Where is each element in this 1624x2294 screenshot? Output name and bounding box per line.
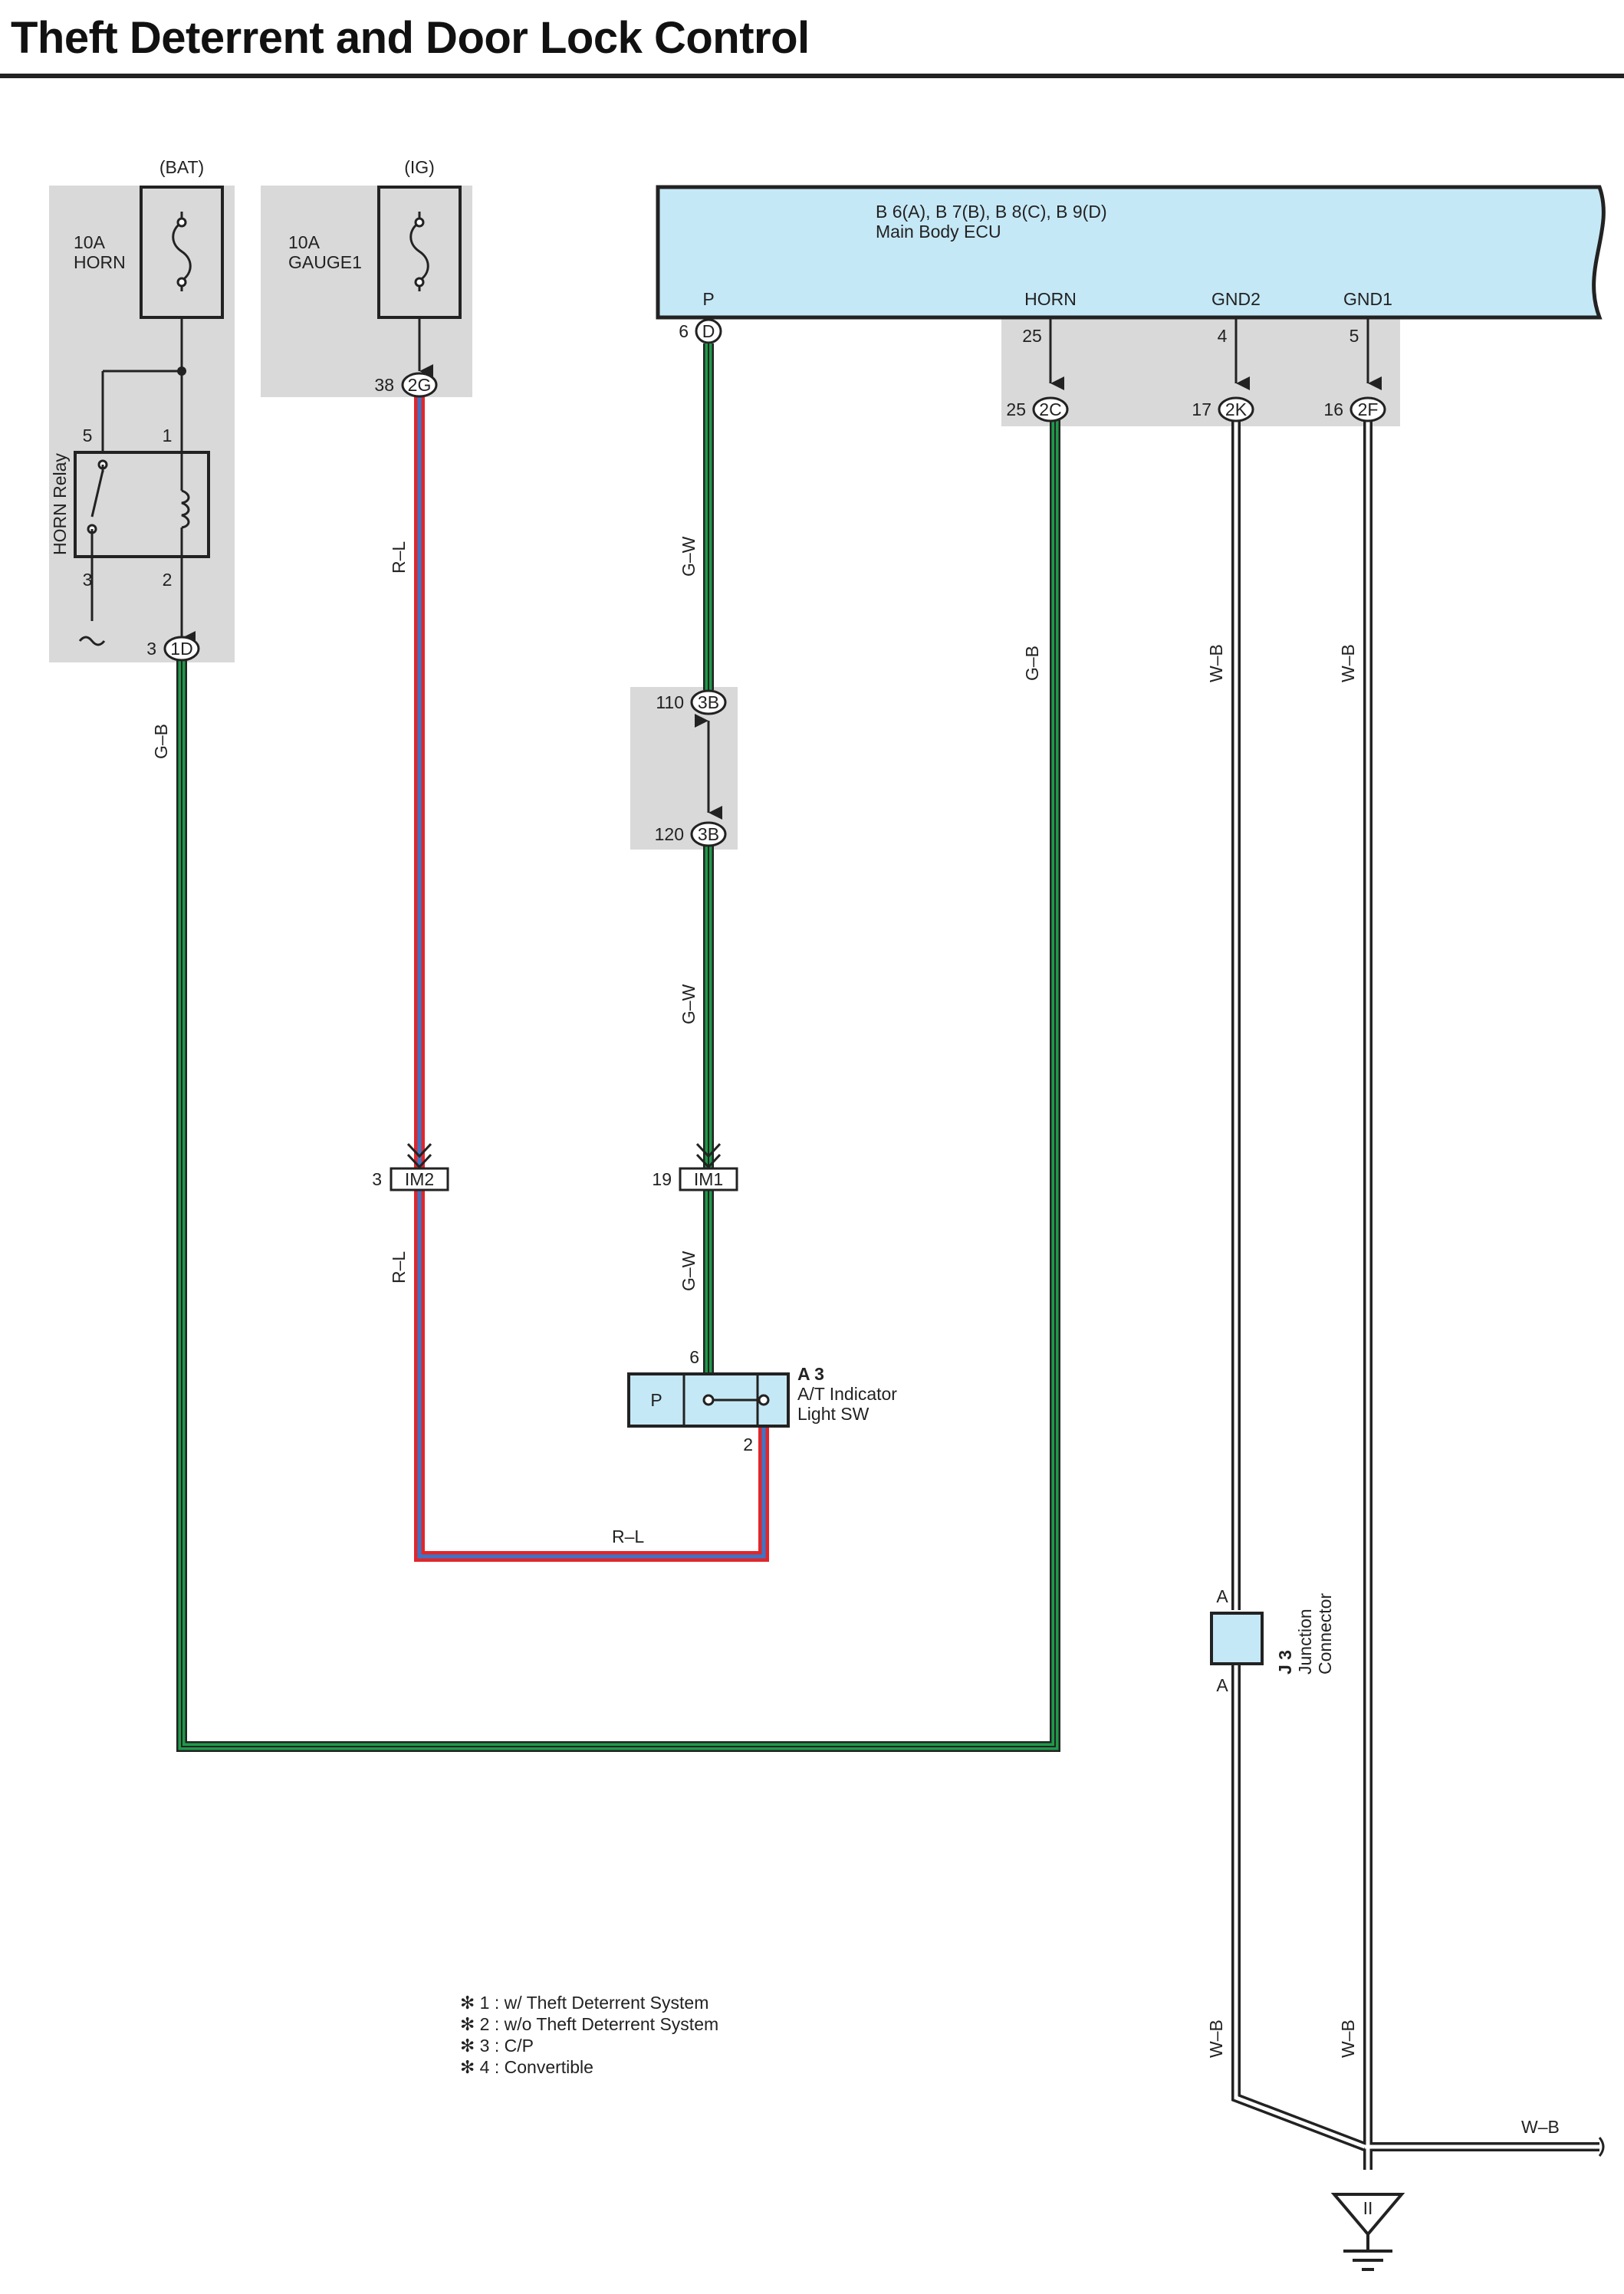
junction-3b-block-bg — [630, 687, 738, 850]
wire-label-w-b-gnd2: W–B — [1206, 644, 1226, 682]
svg-text:Junction: Junction — [1295, 1609, 1315, 1674]
connector-im2: IM2 3 — [372, 1142, 449, 1191]
svg-text:Connector: Connector — [1315, 1593, 1335, 1674]
wire-label-r-l-lower: R–L — [389, 1251, 409, 1283]
svg-text:✻ 2 : w/o Theft Deterrent Syst: ✻ 2 : w/o Theft Deterrent System — [460, 2014, 718, 2034]
svg-text:110: 110 — [656, 692, 684, 712]
svg-text:✻ 1 : w/ Theft Deterrent Syste: ✻ 1 : w/ Theft Deterrent System — [460, 1993, 708, 2013]
junction-2c: 2C 25 — [1006, 396, 1069, 422]
svg-text:✻ 4 : Convertible: ✻ 4 : Convertible — [460, 2057, 593, 2077]
horn-relay-box — [74, 451, 210, 558]
wire-label-g-b-left: G–B — [151, 724, 171, 759]
junction-2f: 2F 16 — [1323, 396, 1386, 422]
gauge-fuse-name: GAUGE1 — [288, 252, 362, 272]
horn-fuse-name: HORN — [74, 252, 126, 272]
svg-text:IM2: IM2 — [405, 1169, 434, 1189]
svg-text:3: 3 — [146, 639, 156, 659]
wire-g-b — [176, 420, 1060, 1752]
gauge-fuse-amp: 10A — [288, 232, 321, 252]
svg-text:6: 6 — [679, 321, 689, 341]
wire-label-r-l-upper: R–L — [389, 541, 409, 574]
svg-text:4: 4 — [1218, 326, 1228, 346]
svg-text:II: II — [1363, 2198, 1373, 2218]
horn-fuse-source: (BAT) — [159, 157, 204, 177]
wire-continuation-mark — [1598, 2137, 1605, 2157]
svg-text:19: 19 — [652, 1169, 672, 1189]
wire-label-g-w-upper: G–W — [679, 536, 699, 577]
svg-text:2G: 2G — [408, 375, 432, 395]
junction-2k: 2K 17 — [1192, 396, 1254, 422]
wire-label-w-b-right: W–B — [1521, 2117, 1560, 2137]
relay-pin-1: 1 — [163, 426, 173, 445]
svg-text:A/T Indicator: A/T Indicator — [797, 1384, 897, 1404]
junction-connector-j3: A A J 3 Junction Connector — [1210, 1586, 1335, 1695]
svg-text:3B: 3B — [698, 692, 719, 712]
wire-label-w-b-gnd1: W–B — [1338, 644, 1358, 682]
junction-3b-bottom: 3B 120 — [655, 821, 727, 847]
svg-text:3B: 3B — [698, 824, 719, 844]
svg-text:3: 3 — [372, 1169, 382, 1189]
relay-pin-2: 2 — [163, 570, 173, 590]
ecu-terminal-p: P — [702, 289, 714, 309]
ecu-terminal-gnd2: GND2 — [1211, 289, 1261, 309]
svg-text:16: 16 — [1323, 399, 1343, 419]
wire-r-l — [414, 393, 769, 1562]
page-title: Theft Deterrent and Door Lock Control — [11, 13, 810, 63]
ecu-name: Main Body ECU — [876, 222, 1001, 242]
svg-text:25: 25 — [1022, 326, 1042, 346]
horn-fuse-symbol — [172, 212, 192, 291]
relay-pin-5: 5 — [83, 426, 93, 445]
svg-text:P: P — [650, 1390, 662, 1410]
title-rule — [0, 74, 1624, 78]
svg-text:6: 6 — [689, 1347, 699, 1367]
at-indicator-light-switch: P 6 2 A 3 A/T Indicator Light SW — [627, 1347, 897, 1454]
ecu-terminal-gnd1: GND1 — [1343, 289, 1392, 309]
svg-text:A: A — [1216, 1675, 1228, 1695]
svg-text:120: 120 — [655, 824, 684, 844]
svg-text:2F: 2F — [1358, 399, 1379, 419]
svg-text:17: 17 — [1192, 399, 1211, 419]
junction-2g: 2G 38 — [374, 317, 438, 398]
ground-point: II — [1330, 2193, 1405, 2271]
wire-label-g-w-middle: G–W — [679, 984, 699, 1024]
main-body-ecu — [656, 185, 1606, 320]
horn-fuse-amp: 10A — [74, 232, 106, 252]
svg-text:2C: 2C — [1039, 399, 1061, 419]
ecu-pin-d — [695, 318, 722, 344]
ecu-terminal-horn: HORN — [1024, 289, 1077, 309]
gauge-fuse-source: (IG) — [404, 157, 435, 177]
gauge-fuse-symbol — [409, 212, 429, 291]
svg-text:2K: 2K — [1225, 399, 1248, 419]
wire-label-w-b-gnd1-lower: W–B — [1338, 2020, 1358, 2058]
footnotes: ✻ 1 : w/ Theft Deterrent System ✻ 2 : w/… — [460, 1993, 718, 2077]
ecu-connectors: B 6(A), B 7(B), B 8(C), B 9(D) — [876, 202, 1107, 222]
svg-text:38: 38 — [374, 375, 394, 395]
relay-pin-3: 3 — [83, 570, 93, 590]
wire-w-b — [1231, 422, 1599, 2170]
svg-text:IM1: IM1 — [694, 1169, 723, 1189]
relay-coil — [181, 489, 190, 529]
wire-label-g-w-lower: G–W — [679, 1251, 699, 1291]
gauge-fuse-block-bg — [261, 186, 472, 397]
svg-text:1D: 1D — [170, 639, 192, 659]
svg-text:J 3: J 3 — [1275, 1650, 1295, 1674]
svg-text:5: 5 — [1349, 326, 1359, 346]
svg-text:D: D — [702, 321, 715, 341]
junction-1d: 1D 3 — [146, 626, 200, 662]
svg-text:25: 25 — [1006, 399, 1026, 419]
wire-label-r-l-bottom: R–L — [612, 1527, 644, 1546]
svg-text:2: 2 — [743, 1435, 753, 1454]
svg-text:A: A — [1216, 1586, 1228, 1606]
relay-switch-contact — [90, 470, 104, 518]
wire-label-w-b-gnd2-lower: W–B — [1206, 2020, 1226, 2058]
svg-text:✻ 3 : C/P: ✻ 3 : C/P — [460, 2036, 534, 2056]
connector-im1: IM1 19 — [652, 1142, 738, 1191]
svg-text:A 3: A 3 — [797, 1364, 824, 1384]
relay-name: HORN Relay — [50, 453, 70, 555]
svg-text:Light SW: Light SW — [797, 1404, 870, 1424]
wire-label-g-b-right: G–B — [1022, 646, 1042, 681]
